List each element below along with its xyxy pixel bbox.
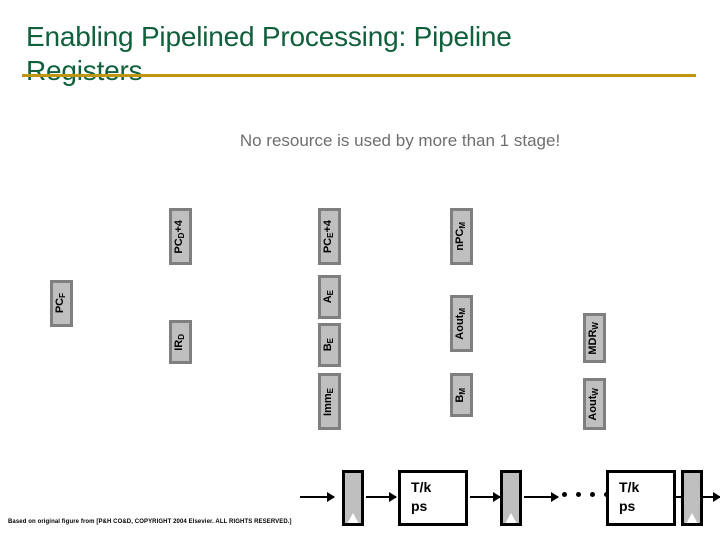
pipeline-latch-b-e: BE [318, 323, 341, 367]
pipeline-latch-label: PCE+4 [322, 219, 336, 254]
pipeline-latch-pc-f: PCF [50, 280, 73, 327]
pipeline-latch-imm-e: ImmE [318, 373, 341, 430]
page-title-line-2: Registers [26, 55, 143, 86]
pipeline-latch-label: AoutW [587, 387, 601, 421]
pipeline-arrow-1 [366, 492, 397, 502]
source-attribution: Based on original figure from [P&H CO&D,… [8, 519, 292, 525]
pipeline-latch-b-m: BM [450, 373, 473, 417]
page-title-line-1: Enabling Pipelined Processing: Pipeline [26, 21, 512, 52]
pipeline-stage-1-delay: T/k [411, 479, 432, 495]
pipeline-stage-2-unit: ps [619, 498, 636, 514]
pipeline-latch-label: BE [322, 338, 336, 352]
clock-edge-icon [505, 513, 517, 523]
clock-edge-icon [347, 513, 359, 523]
page-title: Enabling Pipelined Processing: Pipeline … [26, 20, 696, 88]
pipeline-latch-ir-d: IRD [169, 320, 192, 364]
pipeline-schematic: T/k ps T/k ps [300, 466, 720, 534]
pipeline-arrow-out [703, 492, 720, 502]
pipeline-latch-label: IRD [173, 333, 187, 351]
pipeline-register-4 [681, 470, 703, 526]
pipeline-register-2 [500, 470, 522, 526]
pipeline-latch-label: AoutM [454, 307, 468, 340]
pipeline-latch-label: AE [322, 290, 336, 304]
pipeline-latch-pc-d-4: PCD+4 [169, 208, 192, 265]
pipeline-arrow-in [300, 492, 335, 502]
pipeline-arrow-3 [524, 492, 559, 502]
title-divider [22, 74, 696, 77]
ellipsis-dot [562, 492, 567, 497]
ellipsis-dot [590, 492, 595, 497]
pipeline-latch-label: nPCM [454, 222, 468, 251]
pipeline-latch-a-e: AE [318, 275, 341, 319]
pipeline-register-1 [342, 470, 364, 526]
pipeline-stage-1: T/k ps [398, 470, 468, 526]
pipeline-latch-label: BM [454, 387, 468, 403]
ellipsis-dot [576, 492, 581, 497]
pipeline-stage-1-unit: ps [411, 498, 428, 514]
pipeline-arrow-2 [470, 492, 501, 502]
pipeline-latch-aout-m: AoutM [450, 295, 473, 352]
pipeline-latch-label: MDRW [587, 321, 601, 355]
pipeline-latch-mdr-w: MDRW [583, 313, 606, 363]
pipeline-latch-label: PCF [54, 293, 68, 314]
pipeline-latch-npc-m: nPCM [450, 208, 473, 265]
clock-edge-icon [686, 513, 698, 523]
subtitle-text: No resource is used by more than 1 stage… [239, 131, 561, 150]
pipeline-stage-2-delay: T/k [619, 479, 640, 495]
pipeline-stage-2: T/k ps [606, 470, 676, 526]
pipeline-latch-pc-e-4: PCE+4 [318, 208, 341, 265]
pipeline-latch-label: PCD+4 [173, 219, 187, 254]
pipeline-latch-aout-w: AoutW [583, 378, 606, 430]
pipeline-latch-label: ImmE [322, 387, 336, 416]
